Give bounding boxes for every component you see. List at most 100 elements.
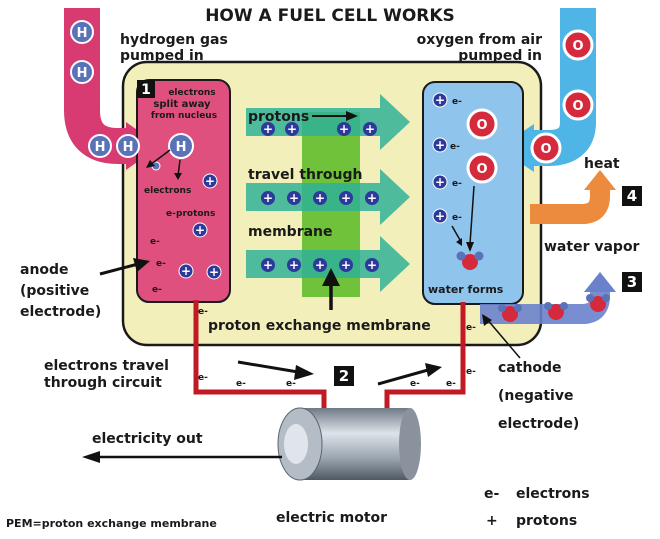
wire-electron-label: e- <box>466 367 476 377</box>
electron-label: e- <box>152 285 162 295</box>
svg-text:+: + <box>315 258 325 272</box>
proton-flow-arrow-2 <box>246 169 410 225</box>
hydrogen-atom <box>88 134 112 158</box>
wire-electron-label: e- <box>198 307 208 317</box>
svg-text:+: + <box>367 258 377 272</box>
svg-text:+: + <box>263 191 273 205</box>
vapor-molecule <box>586 294 610 312</box>
step-3-badge: 3 <box>622 272 642 292</box>
svg-text:2: 2 <box>339 367 349 385</box>
proton <box>178 263 194 279</box>
anode-label-line3: electrode) <box>20 304 101 320</box>
svg-text:O: O <box>572 39 583 54</box>
proton <box>337 122 351 136</box>
travel-through-label: travel through <box>248 167 362 183</box>
proton <box>206 264 222 280</box>
svg-text:+: + <box>289 258 299 272</box>
diagram-title: HOW A FUEL CELL WORKS <box>205 6 455 26</box>
proton-flow-arrow-1 <box>246 94 410 150</box>
proton <box>261 191 275 205</box>
hydrogen-atom <box>70 20 94 44</box>
proton <box>363 122 377 136</box>
svg-text:+: + <box>315 191 325 205</box>
wire-electron-label: e- <box>198 373 208 383</box>
svg-text:+: + <box>339 122 349 136</box>
water-forms-label: water forms <box>428 283 504 296</box>
svg-text:+: + <box>181 264 191 278</box>
hydrogen-label-line2: pumped in <box>120 48 204 64</box>
svg-text:+: + <box>289 191 299 205</box>
oxygen-atom <box>562 89 594 121</box>
proton <box>432 174 448 190</box>
svg-text:3: 3 <box>627 273 637 291</box>
svg-text:+: + <box>195 223 205 237</box>
electron-label: e- <box>452 179 462 189</box>
oxygen-atom <box>466 152 498 184</box>
wire-electron-label: e- <box>236 379 246 389</box>
legend-proton-symbol: + <box>486 513 498 529</box>
wire-electron-label: e- <box>286 379 296 389</box>
proton <box>313 191 327 205</box>
electron-label: e- <box>156 259 166 269</box>
split-label-line1: electrons <box>168 88 215 98</box>
legend: e- electrons + protons <box>484 486 590 529</box>
membrane-pointer-arrow <box>322 268 340 310</box>
arrow-protons: + + + + + + + + + + + + + + <box>261 122 379 272</box>
water-vapor-arrow <box>480 272 616 324</box>
pointer-arrows <box>99 111 521 386</box>
hydrogen-atom <box>70 60 94 84</box>
proton <box>287 258 301 272</box>
svg-text:+: + <box>205 174 215 188</box>
proton <box>202 173 218 189</box>
svg-text:H: H <box>77 26 88 41</box>
proton <box>192 222 208 238</box>
step-4-badge: 4 <box>622 186 642 206</box>
svg-text:O: O <box>476 118 487 133</box>
pem-definition: PEM=proton exchange membrane <box>6 517 217 530</box>
svg-text:+: + <box>367 191 377 205</box>
anode-electrode <box>136 79 231 303</box>
oxygen-atom <box>530 132 562 164</box>
circuit-label-line2: through circuit <box>44 375 162 391</box>
proton <box>339 191 353 205</box>
electron-label: e- <box>452 213 462 223</box>
svg-text:H: H <box>95 140 106 155</box>
step-2-badge: 2 <box>334 366 354 386</box>
proton <box>365 191 379 205</box>
vapor-molecule <box>498 304 522 322</box>
legend-proton-label: protons <box>516 513 577 529</box>
svg-text:+: + <box>263 258 273 272</box>
svg-text:O: O <box>540 142 551 157</box>
anode-electrons-label: electrons <box>144 186 191 196</box>
proton <box>261 122 275 136</box>
proton <box>339 258 353 272</box>
heat-arrow <box>530 170 616 224</box>
svg-text:H: H <box>77 66 88 81</box>
water-vapor-label: water vapor <box>544 239 640 255</box>
anode-label-line1: anode <box>20 262 69 278</box>
electricity-out-label: electricity out <box>92 431 203 447</box>
heat-label: heat <box>584 156 620 172</box>
hydrogen-atoms: H H H H H <box>70 20 194 159</box>
electric-motor-label: electric motor <box>276 510 387 526</box>
svg-text:4: 4 <box>627 187 637 205</box>
svg-text:+: + <box>341 258 351 272</box>
oxygen-atom <box>562 29 594 61</box>
svg-text:+: + <box>209 265 219 279</box>
svg-text:+: + <box>263 122 273 136</box>
electron-label: e- <box>450 142 460 152</box>
oxygen-atoms: O O O O O <box>466 29 594 184</box>
electricity-out-arrow <box>82 451 282 463</box>
pem-label: proton exchange membrane <box>208 318 431 334</box>
protons-label: protons <box>248 109 309 125</box>
external-circuit-wire: e- e- e- e- e- e- e- e- <box>193 300 476 412</box>
cathode-label-line1: cathode <box>498 360 562 376</box>
proton <box>261 258 275 272</box>
svg-text:+: + <box>435 93 445 107</box>
anode-label-line2: (positive <box>20 283 89 299</box>
oxygen-label-line2: pumped in <box>458 48 542 64</box>
proton-flow-arrow-3 <box>246 236 410 292</box>
legend-electron-label: electrons <box>516 486 590 502</box>
proton <box>285 122 299 136</box>
vapor-molecule <box>544 302 568 320</box>
